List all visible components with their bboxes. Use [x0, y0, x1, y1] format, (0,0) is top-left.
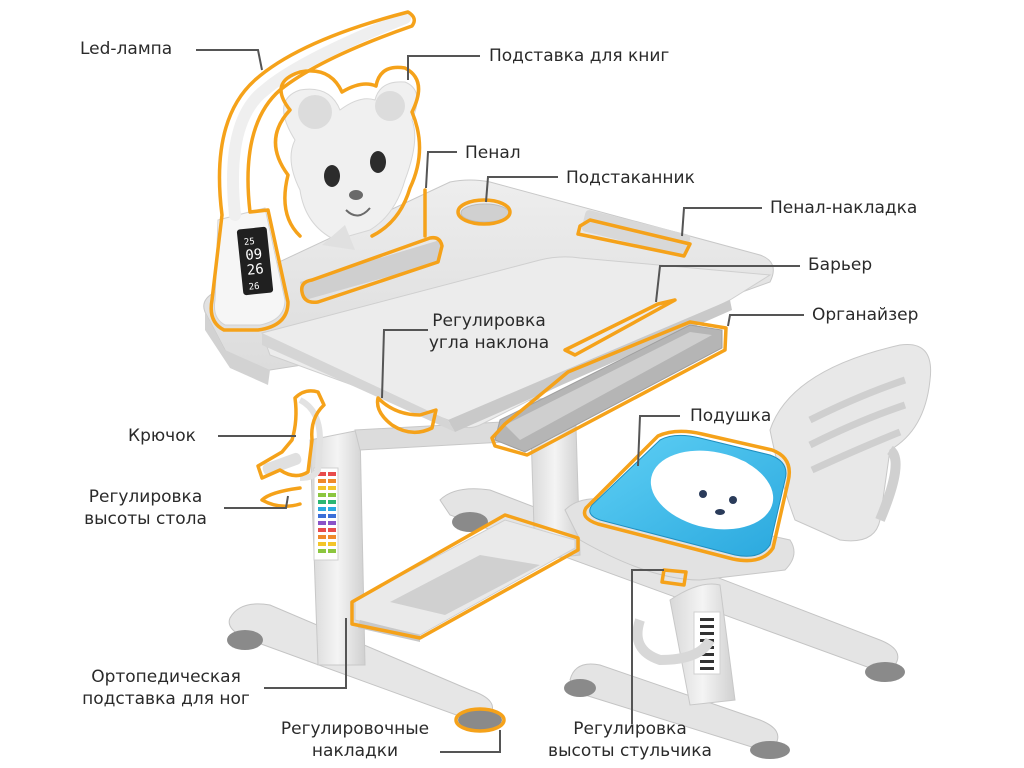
label-desk-height: Регулировка высоты стола: [68, 486, 223, 530]
scale-mark: [318, 472, 326, 476]
label-desk-height-line2: высоты стола: [84, 509, 207, 529]
scale-mark: [328, 535, 336, 539]
label-chair-height-line1: Регулировка: [573, 719, 687, 739]
scale-mark: [328, 549, 336, 553]
label-chair-height: Регулировка высоты стульчика: [530, 718, 730, 762]
scale-mark: [328, 486, 336, 490]
lamp-display-text: 26: [246, 261, 264, 279]
chair-scale-mark: [700, 625, 714, 628]
label-cup-holder: Подстаканник: [566, 168, 695, 188]
lamp-display-text: 25: [244, 237, 256, 248]
scale-mark: [318, 479, 326, 483]
label-chair-height-line2: высоты стульчика: [548, 741, 712, 761]
highlight-outlines: [209, 10, 791, 733]
chair-scale-mark: [700, 653, 714, 656]
label-cushion: Подушка: [690, 406, 772, 426]
label-footrest: Ортопедическая подставка для ног: [66, 666, 266, 710]
label-adjust-pads-line2: накладки: [311, 741, 399, 761]
chair-scale-mark: [700, 618, 714, 621]
label-pencil-case: Пенал: [465, 143, 521, 163]
label-book-stand: Подставка для книг: [489, 46, 670, 66]
scale-mark: [328, 479, 336, 483]
chair-scale-mark: [700, 667, 714, 670]
height-scale: [313, 467, 339, 561]
scale-mark: [328, 514, 336, 518]
scale-mark: [318, 528, 326, 532]
label-tilt-adjust-line2: угла наклона: [428, 333, 550, 353]
scale-mark: [318, 507, 326, 511]
label-adjust-pads: Регулировочные накладки: [270, 718, 440, 762]
label-organizer: Органайзер: [812, 305, 919, 325]
label-hook: Крючок: [128, 426, 196, 446]
scale-mark: [328, 472, 336, 476]
leader-lines: [196, 49, 804, 753]
lamp-display-text: 09: [245, 246, 263, 264]
scale-mark: [318, 549, 326, 553]
label-footrest-line2: подставка для ног: [82, 689, 250, 709]
hook-illustration: [262, 397, 324, 481]
label-led-lamp: Led-лампа: [80, 39, 173, 59]
label-pencil-overlay: Пенал-накладка: [770, 198, 918, 218]
scale-mark: [318, 486, 326, 490]
chair-scale-mark: [700, 632, 714, 635]
label-footrest-line1: Ортопедическая: [91, 667, 241, 687]
scale-mark: [328, 521, 336, 525]
label-desk-height-line1: Регулировка: [88, 487, 203, 507]
scale-mark: [318, 493, 326, 497]
scale-mark: [328, 493, 336, 497]
chair-scale-mark: [700, 660, 714, 663]
scale-mark: [328, 500, 336, 504]
scale-mark: [318, 500, 326, 504]
scale-mark: [318, 535, 326, 539]
scale-mark: [318, 542, 326, 546]
scale-mark: [328, 507, 336, 511]
cup-holder-illustration: [460, 203, 691, 256]
scale-mark: [328, 542, 336, 546]
label-adjust-pads-line1: Регулировочные: [280, 719, 430, 739]
book-stand-illustration: [283, 81, 440, 300]
label-barrier: Барьер: [808, 255, 873, 275]
scale-mark: [318, 521, 326, 525]
label-tilt-adjust: Регулировка угла наклона: [414, 310, 564, 354]
scale-mark: [318, 514, 326, 518]
label-tilt-adjust-line1: Регулировка: [432, 311, 546, 331]
lamp-display-text: 26: [248, 282, 260, 293]
scale-mark: [328, 528, 336, 532]
